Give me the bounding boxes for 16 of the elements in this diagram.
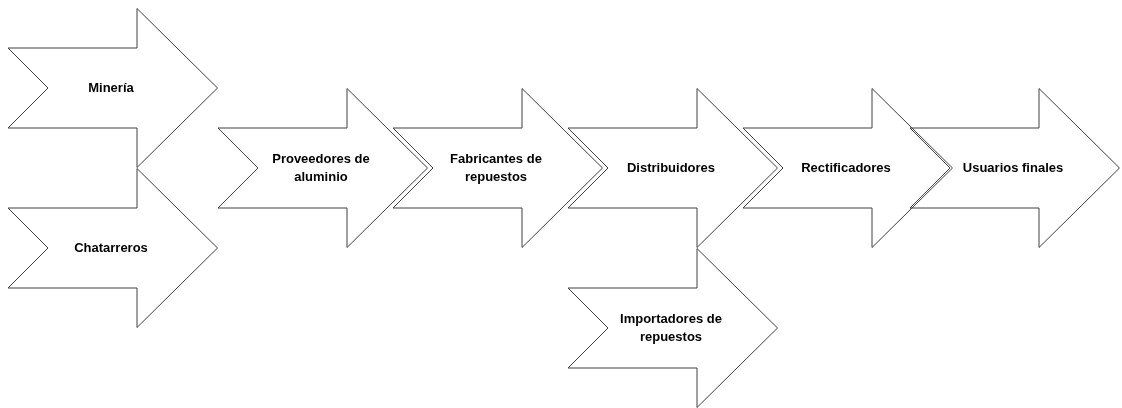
arrow-label: Fabricantes de repuestos [449, 150, 543, 186]
block-arrow-shape [910, 88, 1120, 248]
arrow-label: Rectificadores [801, 159, 891, 177]
arrow-label: Chatarreros [74, 239, 148, 257]
arrow-label: Usuarios finales [962, 159, 1064, 177]
block-arrow-shape [743, 88, 953, 248]
arrow-label: Minería [88, 79, 134, 97]
block-arrow-shape [568, 88, 778, 248]
block-arrow-shape [568, 248, 778, 408]
block-arrow-shape [393, 88, 603, 248]
arrow-label: Proveedores de aluminio [271, 150, 371, 186]
block-arrow-shape [8, 168, 218, 328]
block-arrow-shape [218, 88, 428, 248]
block-arrow-shape [8, 8, 218, 168]
arrow-label: Importadores de repuestos [619, 310, 723, 346]
arrow-label: Distribuidores [626, 159, 716, 177]
